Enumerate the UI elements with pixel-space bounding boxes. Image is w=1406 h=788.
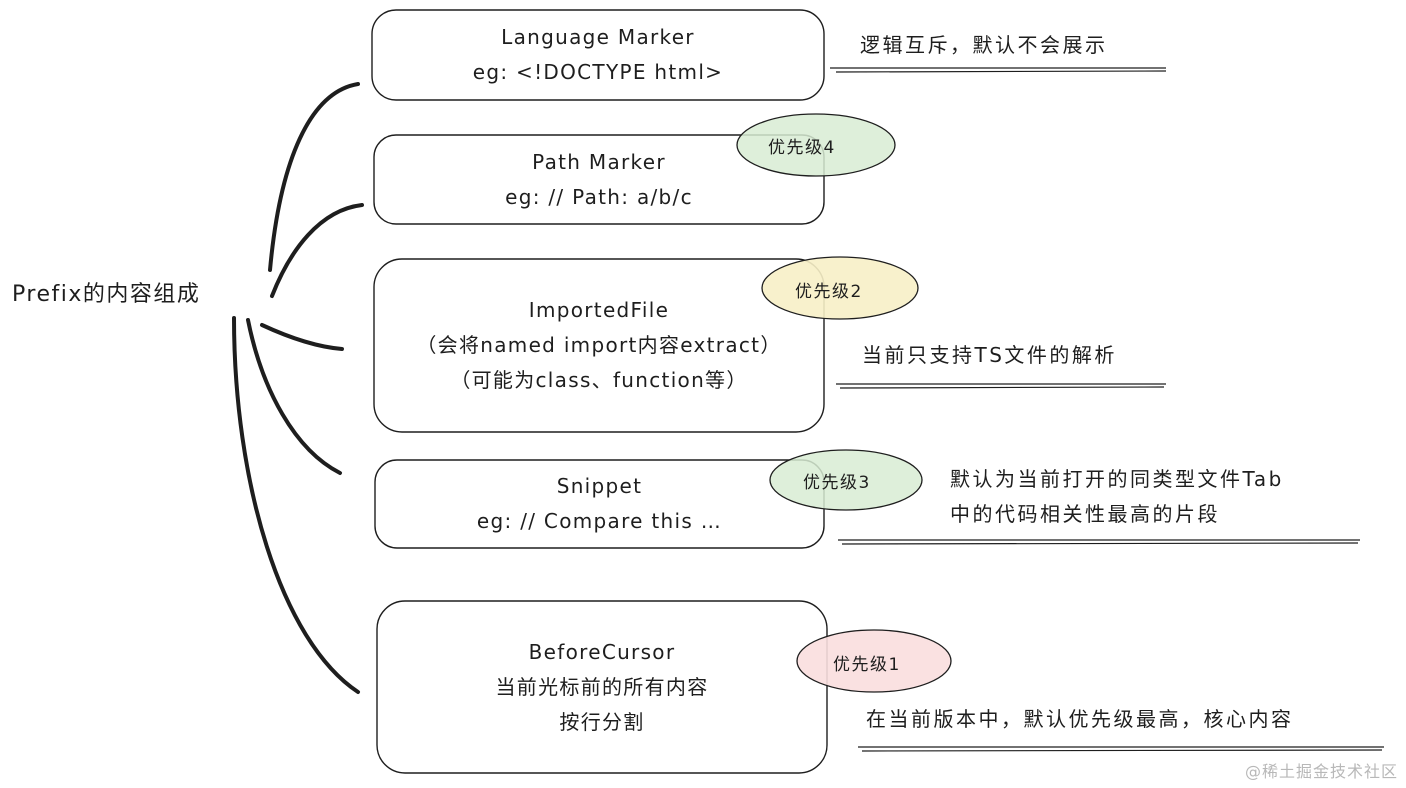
node-snippet: Snippet eg: // Compare this …: [375, 460, 824, 548]
node-detail: eg: <!DOCTYPE html>: [472, 60, 724, 84]
priority-badge-imported-file: 优先级2: [760, 255, 920, 321]
box-language-marker-outline: [371, 9, 825, 101]
node-path-marker: Path Marker eg: // Path: a/b/c: [374, 135, 824, 224]
priority-badge-before-cursor: 优先级1: [795, 628, 953, 694]
node-title: Snippet: [556, 474, 643, 498]
underline-language-marker-note: [830, 67, 1167, 73]
note-before-cursor: 在当前版本中，默认优先级最高，核心内容: [866, 702, 1294, 737]
note-line: 逻辑互斥，默认不会展示: [860, 33, 1108, 57]
node-imported-file: ImportedFile （会将named import内容extract） （…: [374, 259, 824, 432]
priority-label: 优先级4: [768, 138, 836, 158]
node-language-marker: Language Marker eg: <!DOCTYPE html>: [372, 10, 824, 100]
box-before-cursor-outline: [376, 600, 828, 774]
branch-imported-file: [260, 323, 344, 351]
node-detail: eg: // Path: a/b/c: [505, 184, 693, 209]
node-before-cursor: BeforeCursor 当前光标前的所有内容 按行分割: [377, 601, 827, 773]
note-line: 中的代码相关性最高的片段: [950, 502, 1220, 526]
priority-badge-path-marker: 优先级4: [735, 112, 897, 178]
badge-ellipse-icon: [796, 629, 952, 693]
branch-before-cursor: [232, 316, 360, 694]
underline-before-cursor-note: [858, 746, 1384, 752]
badge-ellipse-icon: [761, 256, 919, 320]
node-title: Language Marker: [501, 25, 695, 49]
node-detail: eg: // Compare this …: [476, 509, 723, 533]
underline-snippet-note: [838, 539, 1360, 545]
note-snippet: 默认为当前打开的同类型文件Tab 中的代码相关性最高的片段: [950, 462, 1284, 532]
branch-language-marker: [268, 82, 360, 272]
priority-label: 优先级1: [833, 655, 901, 675]
node-detail: 按行分割: [559, 709, 645, 734]
node-title: BeforeCursor: [528, 639, 676, 664]
priority-label: 优先级2: [795, 282, 863, 302]
note-line: 在当前版本中，默认优先级最高，核心内容: [866, 707, 1294, 731]
node-detail: 当前光标前的所有内容: [495, 674, 709, 699]
note-line: 默认为当前打开的同类型文件Tab: [950, 467, 1284, 491]
note-line: 当前只支持TS文件的解析: [862, 343, 1117, 367]
box-imported-file-outline: [373, 258, 825, 433]
node-title: Path Marker: [532, 149, 666, 174]
branch-snippet: [246, 318, 342, 475]
watermark: @稀土掘金技术社区: [1244, 762, 1398, 781]
root-label: Prefix的内容组成: [12, 282, 201, 307]
box-path-marker-outline: [373, 134, 825, 225]
node-title: ImportedFile: [528, 298, 670, 322]
priority-label: 优先级3: [803, 473, 871, 493]
badge-ellipse-icon: [769, 449, 923, 511]
priority-badge-snippet: 优先级3: [768, 448, 924, 512]
badge-ellipse-icon: [736, 113, 896, 177]
note-language-marker: 逻辑互斥，默认不会展示: [860, 28, 1108, 63]
node-detail: （可能为class、function等）: [450, 368, 748, 392]
underline-imported-file-note: [836, 383, 1166, 389]
branch-path-marker: [270, 203, 364, 298]
note-imported-file: 当前只支持TS文件的解析: [862, 338, 1117, 373]
node-detail: （会将named import内容extract）: [416, 333, 782, 357]
